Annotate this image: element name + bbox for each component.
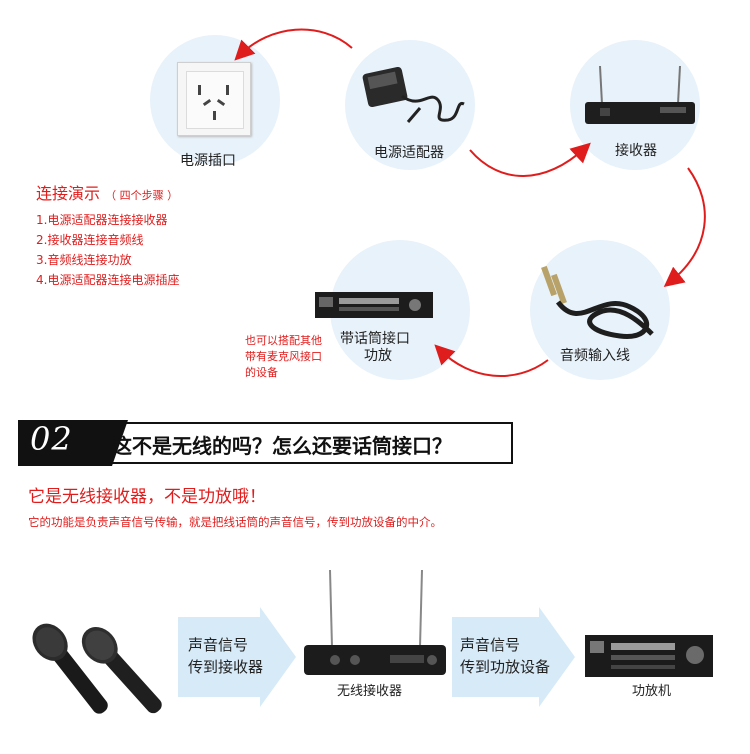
socket-label: 电源插口 xyxy=(180,153,236,169)
receiver-image xyxy=(585,65,695,124)
answer-title: 它是无线接收器，不是功放哦！ xyxy=(28,487,266,507)
wall-socket-image xyxy=(177,62,251,136)
arrow-to-amplifier xyxy=(452,607,575,707)
step-1: 1.电源适配器连接接收器 xyxy=(36,213,168,227)
microphones-image xyxy=(32,623,162,714)
wireless-receiver-image xyxy=(304,569,446,675)
section-number: 02 xyxy=(30,420,73,458)
demo-heading: 连接演示 （ 四个步骤 ） xyxy=(36,180,178,204)
step-3: 3.音频线连接功放 xyxy=(36,253,132,267)
note-line-2: 带有麦克风接口 xyxy=(245,350,322,363)
arrow-to-receiver xyxy=(178,607,296,707)
amplifier-unit-label: 功放机 xyxy=(632,684,672,699)
receiver-label: 接收器 xyxy=(615,143,657,159)
arrow-cable-to-amplifier xyxy=(434,344,549,377)
step-2: 2.接收器连接音频线 xyxy=(36,233,144,247)
arrow2-line1: 声音信号 xyxy=(460,636,521,654)
answer-description: 它的功能是负责声音信号传输，就是把线话筒的声音信号，传到功放设备的中介。 xyxy=(28,515,442,529)
amplifier-unit-image xyxy=(585,635,713,677)
compatibility-note: 也可以搭配其他 带有麦克风接口 的设备 xyxy=(245,333,322,381)
arrow1-text: 声音信号 传到接收器 xyxy=(188,634,263,678)
arrow2-line2: 传到功放设备 xyxy=(460,658,551,676)
wireless-receiver-label: 无线接收器 xyxy=(337,684,403,699)
note-line-3: 的设备 xyxy=(245,366,278,379)
adapter-label: 电源适配器 xyxy=(374,145,444,161)
arrow1-line1: 声音信号 xyxy=(188,636,249,654)
banner-frame xyxy=(18,420,513,466)
arrow-adapter-to-socket xyxy=(234,28,353,61)
audio-cable-image xyxy=(541,265,654,340)
power-adapter-image xyxy=(362,66,465,123)
demo-title: 连接演示 xyxy=(36,184,101,203)
arrow1-line2: 传到接收器 xyxy=(188,658,264,676)
steps-list: 1.电源适配器连接接收器 2.接收器连接音频线 3.音频线连接功放 4.电源适配… xyxy=(36,210,179,290)
step-4: 4.电源适配器连接电源插座 xyxy=(36,273,180,287)
adapter-circle xyxy=(345,40,475,170)
arrow-adapter-to-receiver xyxy=(469,142,591,177)
flow-arrows xyxy=(234,28,706,377)
cable-label: 音频输入线 xyxy=(560,348,630,364)
arrow-receiver-to-cable xyxy=(663,167,706,288)
amplifier-image xyxy=(315,292,433,318)
note-line-1: 也可以搭配其他 xyxy=(245,334,322,347)
arrow2-text: 声音信号 传到功放设备 xyxy=(460,634,550,678)
demo-subtitle: （ 四个步骤 ） xyxy=(105,189,179,202)
section-question: 这不是无线的吗？怎么还要话筒接口？ xyxy=(112,434,452,458)
amplifier-label-line1: 带话筒接口 xyxy=(340,331,410,347)
amplifier-label-line2: 功放 xyxy=(364,348,392,364)
